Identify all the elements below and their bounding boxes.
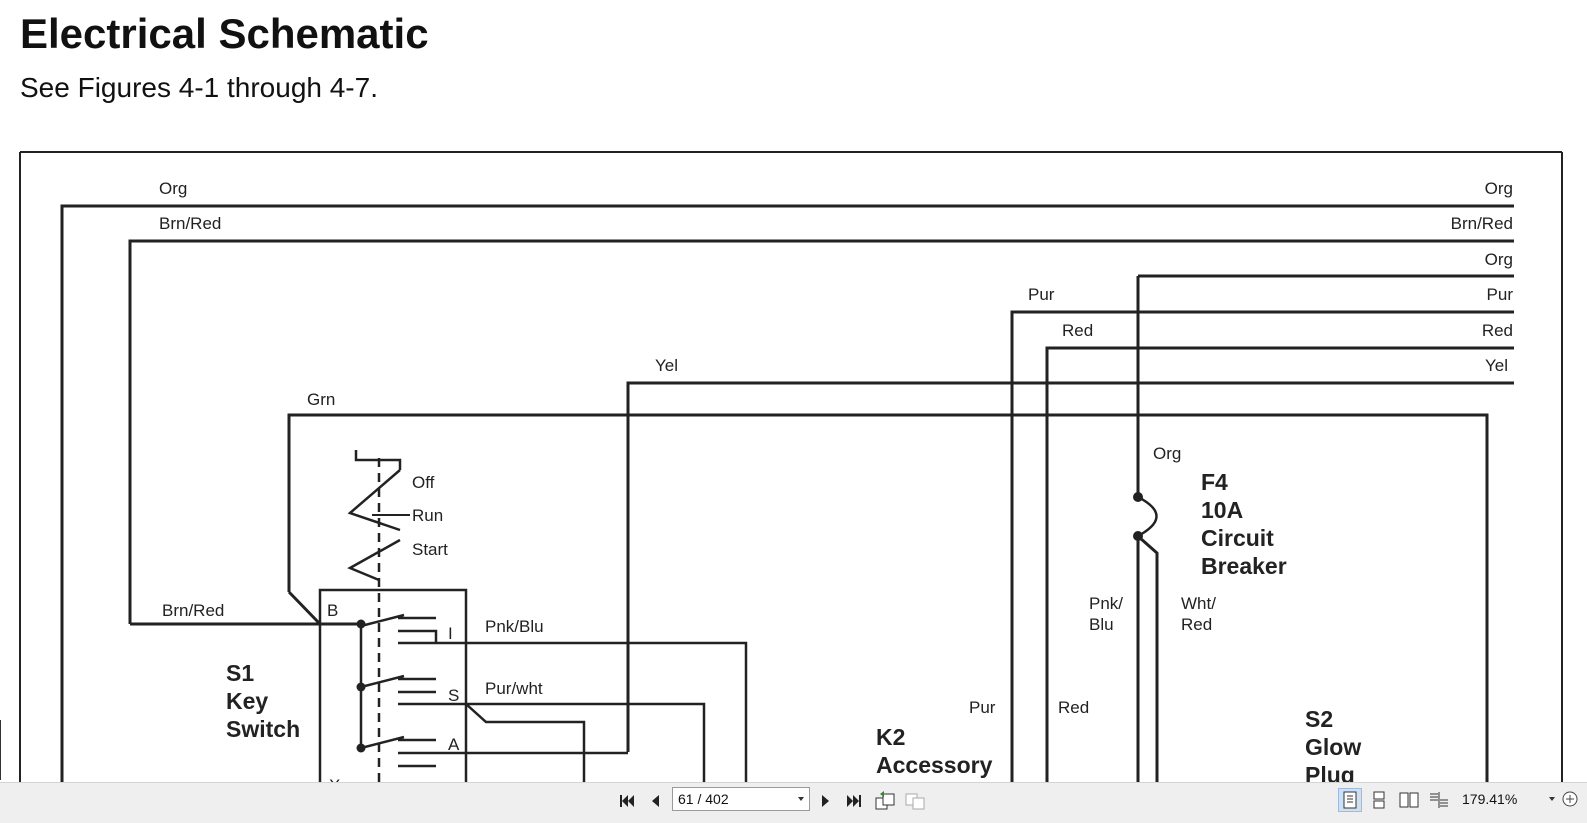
label-org-third: Org xyxy=(1485,250,1513,269)
contact-i xyxy=(360,613,748,782)
zoom-in-icon[interactable] xyxy=(1561,790,1579,808)
figure-border xyxy=(19,151,1563,782)
page-number-text: 61 / 402 xyxy=(678,791,729,807)
wire-grn xyxy=(287,413,1489,782)
facing-view-icon xyxy=(1399,792,1419,808)
document-page: Electrical Schematic See Figures 4-1 thr… xyxy=(19,10,1563,782)
s1-label-id: S1 xyxy=(226,660,254,686)
label-pnk-blu: Pnk/Blu xyxy=(485,617,544,636)
continuous-view-icon xyxy=(1373,791,1385,809)
go-forward-view-icon xyxy=(905,793,925,810)
continuous-facing-view-icon xyxy=(1430,792,1448,808)
terminal-x: X xyxy=(329,776,340,782)
terminal-i: I xyxy=(448,624,453,643)
s2-label-line3: Plug xyxy=(1305,762,1355,782)
go-back-view-button[interactable] xyxy=(872,787,898,815)
next-page-icon xyxy=(822,795,829,807)
junction-s xyxy=(356,682,366,692)
junction-i xyxy=(356,619,366,629)
s1-label-line3: Switch xyxy=(226,716,300,742)
s2-label-line2: Glow xyxy=(1305,734,1361,760)
terminal-a: A xyxy=(448,735,460,754)
go-forward-view-button[interactable] xyxy=(902,787,928,815)
prev-page-button[interactable] xyxy=(642,787,668,815)
single-page-view-icon xyxy=(1343,791,1357,809)
f4-label-line4: Breaker xyxy=(1201,553,1287,579)
label-pur-lower: Pur xyxy=(969,698,996,717)
breaker-arc xyxy=(1137,495,1158,538)
label-org-right: Org xyxy=(1485,179,1513,198)
contact-s xyxy=(360,674,706,782)
f4-label-rating: 10A xyxy=(1201,497,1243,523)
viewer-toolbar: 61 / 402 179.41% xyxy=(0,782,1587,823)
continuous-view-button[interactable] xyxy=(1367,788,1391,812)
wire-grn-to-switch xyxy=(287,590,322,626)
first-page-icon xyxy=(620,795,634,807)
wire-pur xyxy=(1010,310,1514,782)
label-org-breaker: Org xyxy=(1153,444,1181,463)
wire-red xyxy=(1045,346,1514,782)
switch-position-start: Start xyxy=(412,540,448,559)
s2-label-id: S2 xyxy=(1305,706,1333,732)
label-org-left: Org xyxy=(159,179,187,198)
breaker-terminal-bottom xyxy=(1133,531,1143,541)
junction-a xyxy=(356,743,366,753)
wire-brn-red-top xyxy=(128,239,1514,624)
facing-view-button[interactable] xyxy=(1397,788,1421,812)
terminal-s: S xyxy=(448,686,459,705)
first-page-button[interactable] xyxy=(614,787,640,815)
label-pnk-blu-v2: Blu xyxy=(1089,615,1114,634)
page-dropdown-icon[interactable] xyxy=(798,797,804,801)
label-red-right: Red xyxy=(1482,321,1513,340)
k2-label-id: K2 xyxy=(876,724,905,750)
contact-a xyxy=(360,735,628,768)
label-red-lower: Red xyxy=(1058,698,1089,717)
key-switch-body xyxy=(318,588,468,782)
label-yel-left: Yel xyxy=(655,356,678,375)
label-grn: Grn xyxy=(307,390,335,409)
label-wht-red-v1: Wht/ xyxy=(1181,594,1216,613)
breaker-terminal-top xyxy=(1133,492,1143,502)
switch-position-run: Run xyxy=(412,506,443,525)
continuous-facing-view-button[interactable] xyxy=(1427,788,1451,812)
go-back-view-icon xyxy=(875,791,895,810)
electrical-schematic-diagram: Org Org Brn/Red Brn/Red Org Pur Pur Red … xyxy=(19,151,1563,782)
zoom-dropdown-icon[interactable] xyxy=(1549,797,1555,801)
k2-label-line2: Accessory xyxy=(876,752,993,778)
wire-org-top xyxy=(60,204,1514,782)
wire-yel xyxy=(626,381,1514,752)
terminal-b: B xyxy=(327,601,338,620)
label-red-left: Red xyxy=(1062,321,1093,340)
zoom-level: 179.41% xyxy=(1462,791,1518,807)
label-pur-left: Pur xyxy=(1028,285,1055,304)
window-edge-rule xyxy=(0,720,1,780)
s1-label-line2: Key xyxy=(226,688,268,714)
page-title: Electrical Schematic xyxy=(20,10,429,57)
label-yel-right: Yel xyxy=(1485,356,1508,375)
label-brn-red-switch: Brn/Red xyxy=(162,601,224,620)
label-brn-red-right: Brn/Red xyxy=(1451,214,1513,233)
prev-page-icon xyxy=(652,795,659,807)
label-pnk-blu-v1: Pnk/ xyxy=(1089,594,1123,613)
wire-wht-red-vertical xyxy=(1139,536,1159,782)
last-page-button[interactable] xyxy=(841,787,867,815)
single-page-view-button[interactable] xyxy=(1338,788,1362,812)
page-number-field[interactable]: 61 / 402 xyxy=(672,787,810,811)
label-brn-red-left: Brn/Red xyxy=(159,214,221,233)
label-pur-right: Pur xyxy=(1487,285,1514,304)
page-subtitle: See Figures 4-1 through 4-7. xyxy=(20,72,378,103)
last-page-icon xyxy=(847,795,861,807)
f4-label-line3: Circuit xyxy=(1201,525,1274,551)
switch-position-off: Off xyxy=(412,473,435,492)
label-pur-wht: Pur/wht xyxy=(485,679,543,698)
f4-label-id: F4 xyxy=(1201,469,1228,495)
label-wht-red-v2: Red xyxy=(1181,615,1212,634)
next-page-button[interactable] xyxy=(813,787,839,815)
